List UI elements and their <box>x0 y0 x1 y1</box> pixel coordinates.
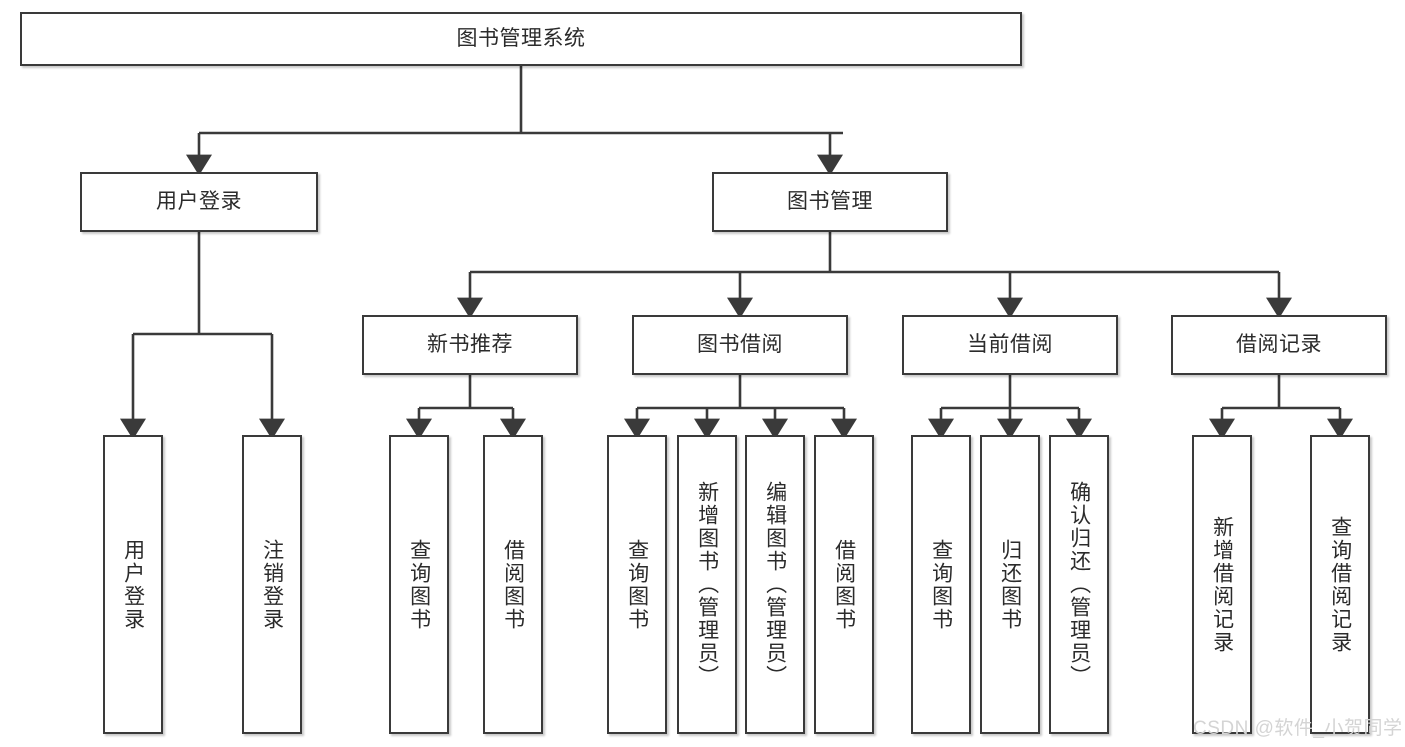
node-label: 注销登录 <box>260 538 284 631</box>
node-current-borrow[interactable]: 当前借阅 <box>902 315 1118 375</box>
node-label: 编辑图书（管理员） <box>763 481 787 688</box>
node-label: 新增借阅记录 <box>1210 515 1234 654</box>
node-book-management-system[interactable]: 图书管理系统 <box>20 12 1022 66</box>
node-leaf-edit-book[interactable]: 编辑图书（管理员） <box>745 435 805 734</box>
node-leaf-query-book-3[interactable]: 查询图书 <box>911 435 971 734</box>
csdn-watermark: CSDN @软件_小贺同学 <box>1193 718 1403 739</box>
node-label: 新书推荐 <box>427 332 513 356</box>
node-leaf-query-record[interactable]: 查询借阅记录 <box>1310 435 1370 734</box>
node-label: 归还图书 <box>998 538 1022 631</box>
node-label: 查询图书 <box>407 538 431 631</box>
node-label: 用户登录 <box>156 189 242 213</box>
node-label: 图书管理系统 <box>456 26 586 50</box>
node-leaf-add-record[interactable]: 新增借阅记录 <box>1192 435 1252 734</box>
node-label: 新增图书（管理员） <box>695 481 719 688</box>
node-borrow-record[interactable]: 借阅记录 <box>1171 315 1387 375</box>
node-label: 查询借阅记录 <box>1328 515 1352 654</box>
node-label: 查询图书 <box>929 538 953 631</box>
node-label: 借阅图书 <box>501 538 525 631</box>
node-label: 确认归还（管理员） <box>1067 481 1091 688</box>
node-leaf-query-book-1[interactable]: 查询图书 <box>389 435 449 734</box>
node-label: 当前借阅 <box>967 332 1053 356</box>
node-leaf-query-book-2[interactable]: 查询图书 <box>607 435 667 734</box>
node-leaf-borrow-book-1[interactable]: 借阅图书 <box>483 435 543 734</box>
node-label: 用户登录 <box>121 538 145 631</box>
node-label: 查询图书 <box>625 538 649 631</box>
node-leaf-logout-login[interactable]: 注销登录 <box>242 435 302 734</box>
node-leaf-borrow-book-2[interactable]: 借阅图书 <box>814 435 874 734</box>
node-label: 图书管理 <box>787 189 873 213</box>
node-book-borrow[interactable]: 图书借阅 <box>632 315 848 375</box>
node-user-login[interactable]: 用户登录 <box>80 172 318 232</box>
node-leaf-add-book[interactable]: 新增图书（管理员） <box>677 435 737 734</box>
node-label: 借阅图书 <box>832 538 856 631</box>
node-book-management[interactable]: 图书管理 <box>712 172 948 232</box>
node-new-book-recommend[interactable]: 新书推荐 <box>362 315 578 375</box>
node-leaf-return-book[interactable]: 归还图书 <box>980 435 1040 734</box>
node-leaf-user-login[interactable]: 用户登录 <box>103 435 163 734</box>
node-leaf-confirm-return[interactable]: 确认归还（管理员） <box>1049 435 1109 734</box>
node-label: 借阅记录 <box>1236 332 1322 356</box>
node-label: 图书借阅 <box>697 332 783 356</box>
